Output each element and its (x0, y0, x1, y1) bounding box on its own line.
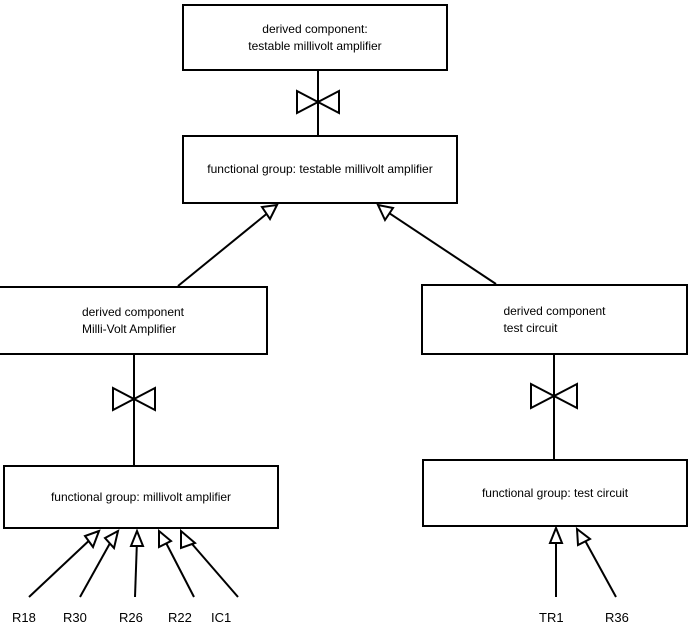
leaf-label-text: R26 (119, 610, 143, 625)
node-label: functional group: testable millivolt amp… (207, 162, 433, 177)
leaf-arrow-r36 (575, 526, 617, 598)
node-functional-group-millivolt-amplifier[interactable]: functional group: millivolt amplifier (3, 465, 279, 529)
node-derived-milli-volt-amplifier[interactable]: derived component Milli-Volt Amplifier (0, 286, 268, 355)
node-functional-group-test-circuit[interactable]: functional group: test circuit (422, 459, 688, 527)
leaf-label-ic1: IC1 (211, 610, 231, 625)
leaf-label-r36: R36 (605, 610, 629, 625)
bowtie-icon (296, 89, 321, 115)
node-label: derived component test circuit (503, 304, 606, 335)
derivation-link-millivolt-amplifier (112, 355, 156, 465)
leaf-label-text: R30 (63, 610, 87, 625)
arrowhead-icon (180, 528, 197, 550)
derivation-link-top (296, 71, 340, 135)
arrowhead-icon (83, 529, 101, 550)
leaf-arrow-ic1 (180, 528, 239, 598)
leaf-label-text: R18 (12, 610, 36, 625)
leaf-label-text: R22 (168, 610, 192, 625)
leaf-label-text: IC1 (211, 610, 232, 625)
bowtie-icon (530, 382, 557, 410)
aggregation-arrow-millivolt-amplifier (177, 203, 279, 287)
node-derived-testable-millivolt-amplifier[interactable]: derived component: testable millivolt am… (182, 4, 448, 71)
leaf-arrow-r26 (129, 528, 145, 598)
arrowhead-icon (548, 525, 564, 544)
bowtie-icon (112, 386, 137, 412)
leaf-arrow-tr1 (548, 525, 564, 597)
leaf-label-r22: R22 (168, 610, 192, 625)
arrowhead-icon (260, 203, 279, 221)
derivation-link-test-circuit (530, 355, 578, 459)
arrowhead-icon (103, 529, 120, 551)
bowtie-icon (315, 89, 340, 115)
leaf-label-r18: R18 (12, 610, 36, 625)
arrowhead-icon (376, 203, 395, 223)
leaf-label-text: TR1 (539, 610, 564, 625)
leaf-label-r30: R30 (63, 610, 87, 625)
node-label: derived component Milli-Volt Amplifier (81, 305, 185, 336)
node-label: derived component: testable millivolt am… (248, 22, 382, 53)
leaf-label-r26: R26 (119, 610, 143, 625)
leaf-arrow-r30 (79, 529, 120, 598)
bowtie-icon (551, 382, 578, 410)
arrowhead-icon (158, 528, 173, 549)
arrowhead-icon (129, 528, 145, 547)
node-derived-test-circuit[interactable]: derived component test circuit (421, 284, 688, 355)
bowtie-icon (131, 386, 156, 412)
node-label: functional group: millivolt amplifier (50, 489, 232, 504)
arrowhead-icon (575, 526, 592, 547)
leaf-label-text: R36 (605, 610, 629, 625)
leaf-arrow-r22 (158, 528, 195, 598)
node-label: functional group: test circuit (481, 485, 629, 500)
leaf-arrow-r18 (28, 529, 101, 598)
leaf-label-tr1: TR1 (539, 610, 564, 625)
aggregation-arrow-test-circuit (376, 203, 497, 285)
node-functional-group-testable-millivolt-amplifier[interactable]: functional group: testable millivolt amp… (182, 135, 458, 204)
